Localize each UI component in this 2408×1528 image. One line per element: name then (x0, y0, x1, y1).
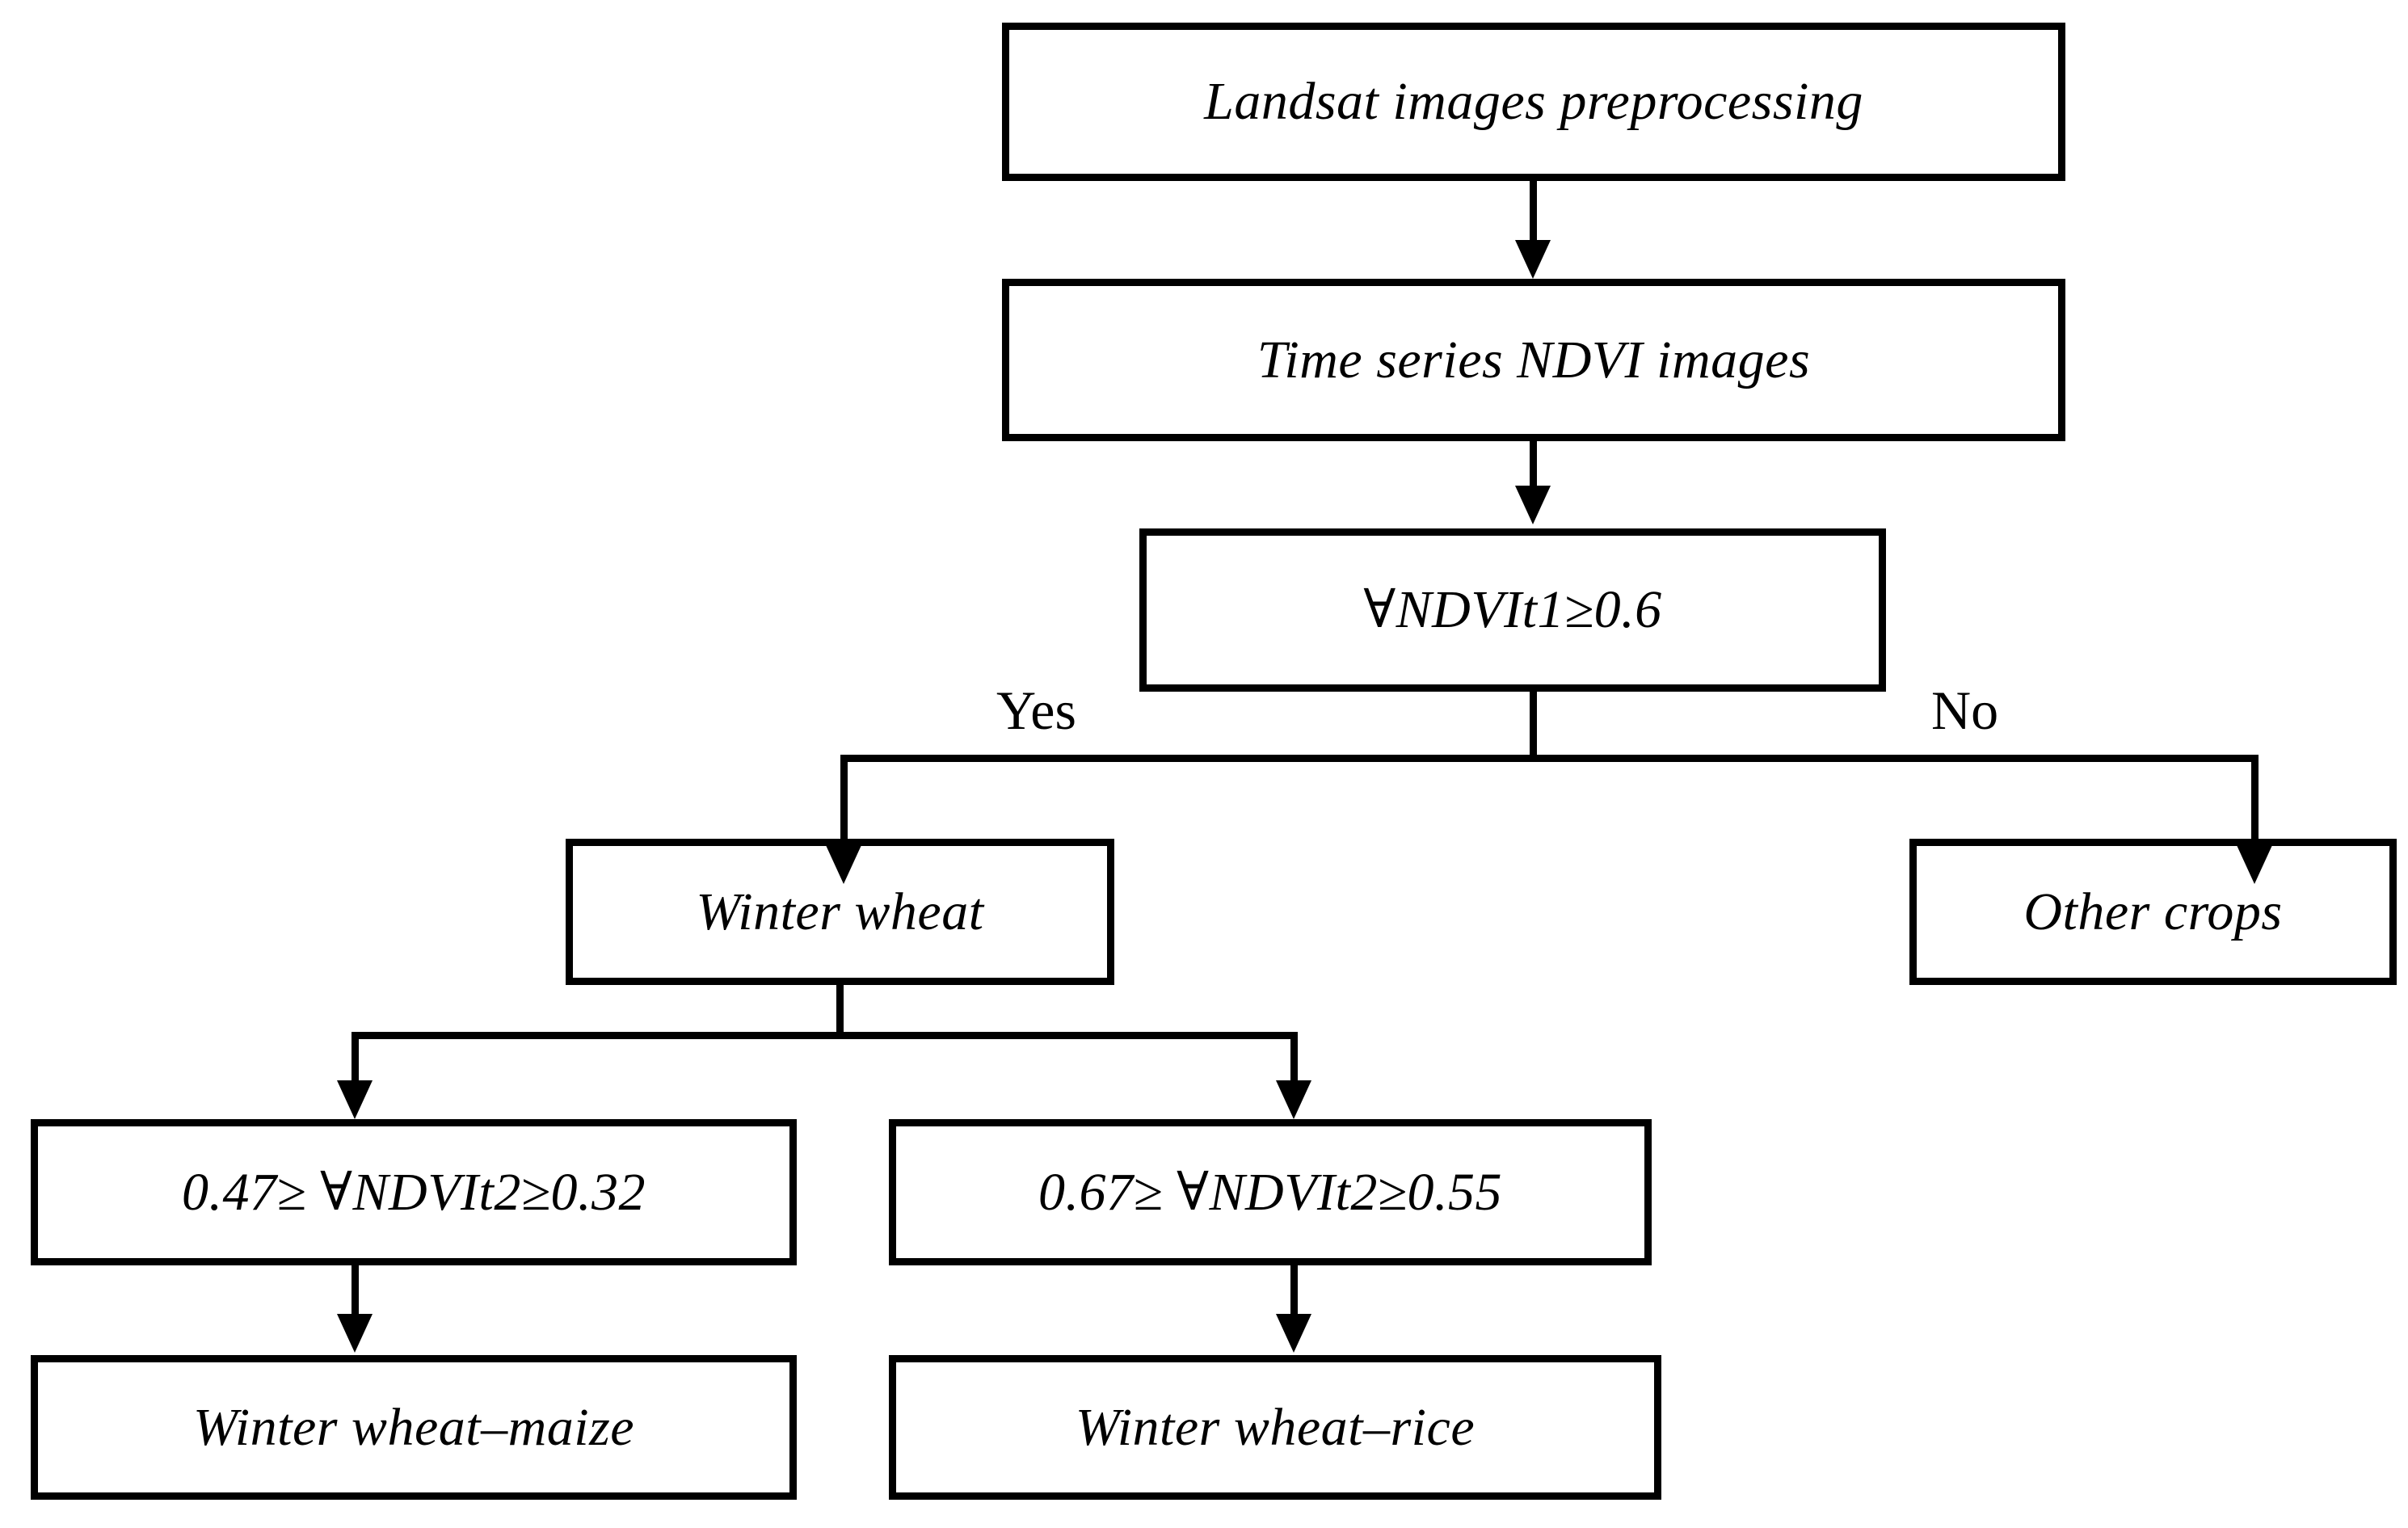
connector-decision-stem (1530, 692, 1537, 758)
connector-winter-wheat-to-condition-rice (1290, 1032, 1298, 1087)
connector-winter-wheat-to-condition-maize (352, 1032, 359, 1087)
connector-decision-no-branch (2251, 755, 2259, 852)
connector-ndvi-series-to-decision (1530, 441, 1537, 490)
connector-winter-wheat-stem (836, 985, 844, 1038)
node-label: Winter wheat–rice (1075, 1397, 1476, 1457)
connector-decision-yes-branch (840, 755, 848, 852)
arrowhead-down-icon (2237, 845, 2272, 884)
node-label: Landsat images preprocessing (1204, 72, 1863, 132)
connector-condition-to-winter-wheat-maize (352, 1265, 359, 1318)
arrowhead-down-icon (1515, 240, 1551, 279)
branch-label-yes: Yes (996, 680, 1076, 741)
node-other-crops: Other crops (1909, 839, 2397, 985)
node-winter-wheat-rice: Winter wheat–rice (889, 1355, 1661, 1500)
node-label: 0.67≥ ∀NDVIt2≥0.55 (1038, 1162, 1503, 1222)
node-decision-ndvit1: ∀NDVIt1≥0.6 (1139, 528, 1886, 692)
arrowhead-down-icon (1515, 486, 1551, 524)
branch-label-no: No (1931, 680, 1999, 741)
node-label: Other crops (2023, 882, 2283, 941)
connector-decision-horizontal-bar (840, 755, 2259, 762)
connector-winter-wheat-horizontal-bar (352, 1032, 1298, 1039)
arrowhead-down-icon (826, 845, 861, 884)
node-landsat-images-preprocessing: Landsat images preprocessing (1002, 23, 2065, 181)
node-label: Winter wheat–maize (192, 1397, 635, 1457)
node-winter-wheat-maize: Winter wheat–maize (31, 1355, 797, 1500)
node-label: 0.47≥ ∀NDVIt2≥0.32 (181, 1162, 646, 1222)
arrowhead-down-icon (1276, 1080, 1311, 1119)
node-condition-ndvit2-rice: 0.67≥ ∀NDVIt2≥0.55 (889, 1119, 1652, 1265)
arrowhead-down-icon (1276, 1314, 1311, 1353)
arrowhead-down-icon (337, 1080, 373, 1119)
node-time-series-ndvi-images: Time series NDVI images (1002, 279, 2065, 441)
node-label: Winter wheat (696, 882, 984, 941)
connector-condition-to-winter-wheat-rice (1290, 1265, 1298, 1318)
node-label: Time series NDVI images (1257, 330, 1811, 389)
arrowhead-down-icon (337, 1314, 373, 1353)
node-label: ∀NDVIt1≥0.6 (1363, 580, 1662, 640)
connector-preprocessing-to-ndvi-series (1530, 181, 1537, 244)
node-condition-ndvit2-maize: 0.47≥ ∀NDVIt2≥0.32 (31, 1119, 797, 1265)
